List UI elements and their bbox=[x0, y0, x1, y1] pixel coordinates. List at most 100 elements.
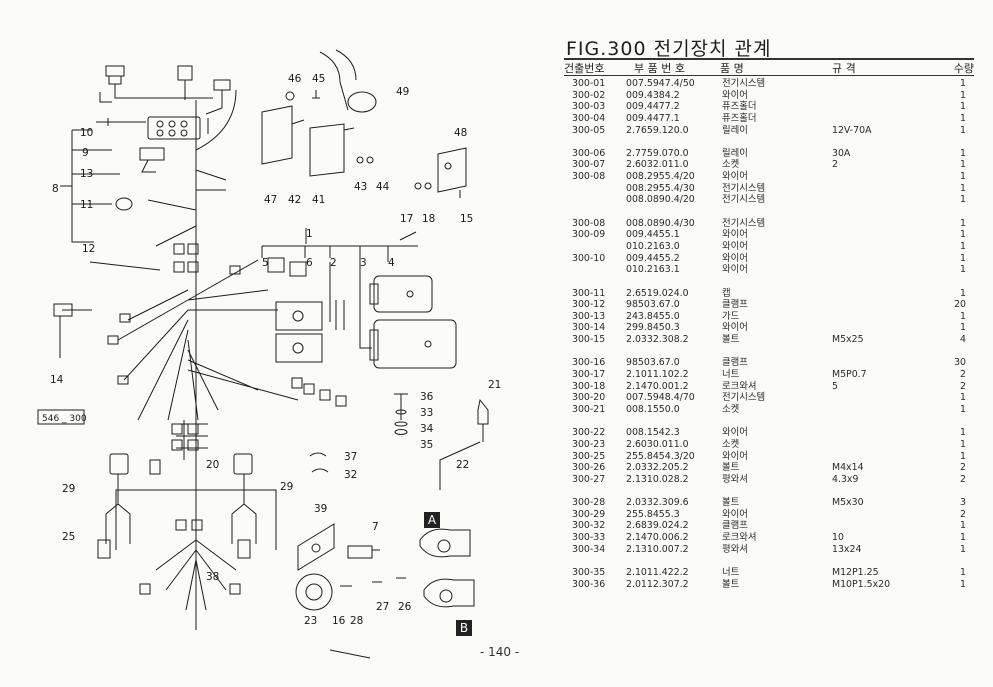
parts-cell-name: 볼트 bbox=[722, 462, 740, 474]
callout-number: 1 bbox=[306, 228, 313, 240]
parts-cell-qty: 2 bbox=[960, 508, 966, 520]
callout-number: 28 bbox=[350, 615, 363, 627]
figure-title: FIG.300 전기장치 관계 bbox=[566, 38, 772, 60]
parts-cell-name: 소켓 bbox=[722, 403, 740, 415]
parts-cell-no: 300-34 bbox=[572, 543, 606, 555]
parts-cell-qty: 1 bbox=[960, 217, 966, 229]
parts-cell-qty: 1 bbox=[960, 264, 966, 276]
parts-cell-name: 클램프 bbox=[722, 299, 748, 311]
parts-cell-no: 300-33 bbox=[572, 531, 606, 543]
parts-cell-spec: 13x24 bbox=[832, 543, 862, 555]
parts-cell-spec: M10P1.5x20 bbox=[832, 578, 891, 590]
callout-number: 9 bbox=[82, 147, 89, 159]
parts-cell-name: 전기시스템 bbox=[722, 217, 766, 229]
parts-cell-name: 볼트 bbox=[722, 578, 740, 590]
parts-cell-no: 300-28 bbox=[572, 497, 606, 509]
parts-cell-name: 와이어 bbox=[722, 89, 748, 101]
parts-row: 008.0890.4/20 전기시스템 1 bbox=[564, 194, 974, 206]
parts-cell-qty: 1 bbox=[960, 520, 966, 532]
header-rule bbox=[564, 75, 974, 76]
parts-cell-part: 2.0112.307.2 bbox=[626, 578, 689, 590]
callout-number: 41 bbox=[312, 194, 325, 206]
parts-cell-name: 릴레이 bbox=[722, 147, 748, 159]
parts-cell-part: 008.1550.0 bbox=[626, 403, 680, 415]
parts-cell-no: 300-18 bbox=[572, 380, 606, 392]
badge-a-box bbox=[424, 512, 440, 528]
parts-cell-qty: 1 bbox=[960, 124, 966, 136]
parts-cell-name: 평와셔 bbox=[722, 543, 748, 555]
parts-cell-part: 98503.67.0 bbox=[626, 299, 680, 311]
page-number: - 140 - bbox=[480, 645, 520, 659]
parts-cell-no: 300-36 bbox=[572, 578, 606, 590]
parts-cell-part: 2.6030.011.0 bbox=[626, 438, 689, 450]
parts-cell-qty: 1 bbox=[960, 182, 966, 194]
parts-cell-qty: 1 bbox=[960, 392, 966, 404]
parts-cell-no: 300-27 bbox=[572, 473, 606, 485]
parts-cell-qty: 1 bbox=[960, 229, 966, 241]
parts-cell-part: 2.1470.006.2 bbox=[626, 531, 689, 543]
parts-cell-name: 너트 bbox=[722, 369, 740, 381]
header-spec: 규 격 bbox=[832, 62, 856, 75]
parts-cell-qty: 1 bbox=[960, 159, 966, 171]
badge-b: B bbox=[460, 621, 468, 635]
callout-number: 29 bbox=[280, 481, 293, 493]
callout-number: 48 bbox=[454, 127, 467, 139]
callout-number: 15 bbox=[460, 213, 473, 225]
parts-cell-qty: 2 bbox=[960, 380, 966, 392]
parts-cell-no: 300-23 bbox=[572, 438, 606, 450]
parts-cell-spec: 30A bbox=[832, 147, 851, 159]
parts-cell-name: 와이어 bbox=[722, 171, 748, 183]
parts-cell-qty: 1 bbox=[960, 194, 966, 206]
parts-cell-name: 와이어 bbox=[722, 240, 748, 252]
parts-cell-qty: 1 bbox=[960, 252, 966, 264]
parts-cell-qty: 1 bbox=[960, 322, 966, 334]
callout-number: 2 bbox=[330, 257, 337, 269]
parts-cell-part: 008.0890.4/20 bbox=[626, 194, 695, 206]
parts-cell-no: 300-21 bbox=[572, 403, 606, 415]
callout-number: 22 bbox=[456, 459, 469, 471]
callout-number: 32 bbox=[344, 469, 357, 481]
parts-cell-part: 2.0332.205.2 bbox=[626, 462, 689, 474]
parts-cell-spec: 4.3x9 bbox=[832, 473, 859, 485]
parts-cell-name: 로크와셔 bbox=[722, 531, 757, 543]
callout-number: 4 bbox=[388, 257, 395, 269]
parts-cell-qty: 3 bbox=[960, 497, 966, 509]
callout-number: 27 bbox=[376, 601, 389, 613]
badge-b-box bbox=[456, 620, 472, 636]
parts-cell-part: 010.2163.0 bbox=[626, 240, 680, 252]
parts-cell-qty: 1 bbox=[960, 147, 966, 159]
callout-number: 20 bbox=[206, 459, 219, 471]
badge-a: A bbox=[428, 513, 437, 527]
parts-cell-part: 2.7659.120.0 bbox=[626, 124, 689, 136]
parts-cell-part: 243.8455.0 bbox=[626, 310, 680, 322]
parts-cell-spec: 2 bbox=[832, 159, 838, 171]
callout-number: 12 bbox=[82, 243, 95, 255]
parts-cell-no: 300-06 bbox=[572, 147, 606, 159]
parts-cell-name: 볼트 bbox=[722, 497, 740, 509]
parts-cell-no: 300-16 bbox=[572, 357, 606, 369]
parts-cell-no: 300-32 bbox=[572, 520, 606, 532]
parts-cell-part: 2.6519.024.0 bbox=[626, 287, 689, 299]
callout-number: 6 bbox=[306, 257, 313, 269]
callout-number: 49 bbox=[396, 86, 409, 98]
parts-cell-part: 009.4477.1 bbox=[626, 112, 680, 124]
parts-cell-part: 255.8454.3/20 bbox=[626, 450, 695, 462]
header-name: 품 명 bbox=[720, 62, 744, 75]
parts-cell-no: 300-07 bbox=[572, 159, 606, 171]
parts-cell-name: 전기시스템 bbox=[722, 194, 766, 206]
